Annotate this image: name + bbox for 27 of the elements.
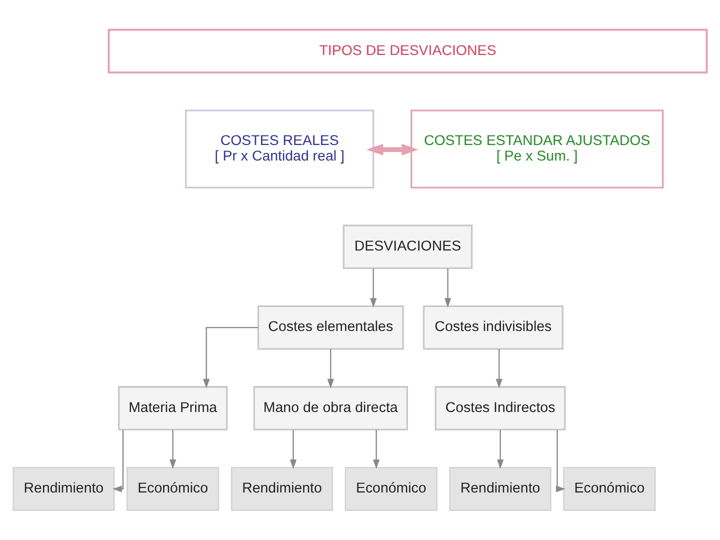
node-box: COSTES ESTANDAR AJUSTADOS [ Pe x Sum. ]: [410, 110, 664, 188]
node-box: Económico: [126, 466, 220, 511]
arrow: [444, 268, 452, 308]
node-box: Costes elementales: [257, 305, 404, 350]
node-box: Materia Prima: [118, 386, 228, 430]
node-box: Económico: [344, 466, 438, 511]
arrow: [203, 326, 258, 388]
arrow: [170, 430, 176, 470]
arrow: [370, 268, 377, 308]
arrow: [556, 430, 566, 492]
arrow: [372, 430, 380, 470]
node-box: Rendimiento: [230, 466, 333, 511]
node-box: COSTES REALES [ Pr x Cantidad real ]: [185, 110, 374, 188]
node-box: Mano de obra directa: [253, 386, 408, 430]
node-box: Costes Indirectos: [434, 386, 566, 430]
arrow: [496, 430, 504, 470]
node-box: Costes indivisibles: [422, 305, 564, 350]
arrow: [496, 349, 502, 388]
node-box: Económico: [563, 466, 656, 511]
node-box: Rendimiento: [12, 466, 115, 511]
arrow: [366, 144, 418, 156]
node-box: Rendimiento: [449, 466, 552, 511]
arrow: [290, 430, 297, 470]
node-box: DESVIACIONES: [342, 224, 473, 270]
arrow: [112, 430, 124, 492]
arrow: [327, 349, 334, 388]
node-box: TIPOS DE DESVIACIONES: [108, 28, 708, 74]
